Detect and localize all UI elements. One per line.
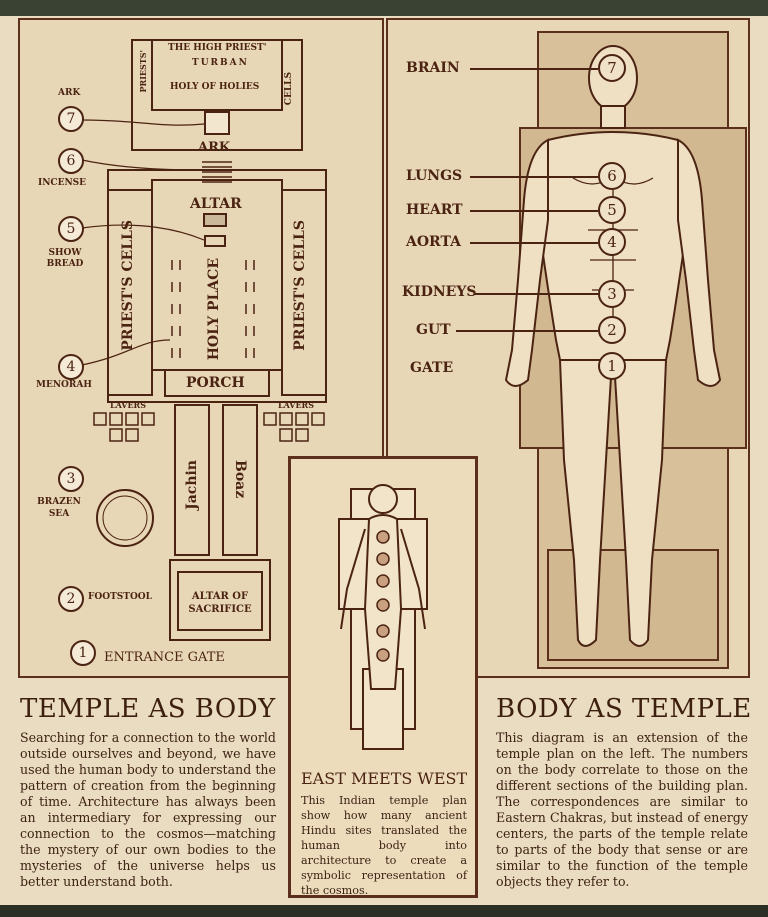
leader-aorta xyxy=(470,242,598,244)
body-as-temple-text: This diagram is an extension of the temp… xyxy=(496,730,748,889)
temple-marker-7: 7 xyxy=(58,106,84,132)
label-porch: PORCH xyxy=(186,375,245,391)
east-meets-west-panel: EAST MEETS WEST This Indian temple plan … xyxy=(288,456,478,898)
body-right-leg xyxy=(612,359,668,647)
leader-brain xyxy=(470,68,598,70)
temple-marker-5: 5 xyxy=(58,216,84,242)
label-show-bread: SHOW BREAD xyxy=(46,248,84,269)
body-marker-7: 7 xyxy=(598,54,626,82)
label-cells-vertical: CELLS xyxy=(284,72,294,106)
label-brazen-sea: BRAZEN SEA xyxy=(37,497,81,519)
body-marker-3: 3 xyxy=(598,280,626,308)
body-as-temple-title: BODY AS TEMPLE xyxy=(496,694,752,724)
label-entrance-gate: ENTRANCE GATE xyxy=(104,650,225,665)
temple-as-body-text: Searching for a connection to the world … xyxy=(20,730,276,889)
body-marker-6: 6 xyxy=(598,162,626,190)
ark-box xyxy=(204,111,230,135)
hindu-temple-figure xyxy=(338,484,428,750)
body-label-aorta: AORTA xyxy=(406,234,461,250)
leader-gut xyxy=(456,330,598,332)
altar-of-sacrifice-box xyxy=(169,559,271,641)
label-holy-place: HOLY PLACE xyxy=(206,258,222,361)
temple-marker-1: 1 xyxy=(70,640,96,666)
label-altar-of-sacrifice: ALTAR OF SACRIFICE xyxy=(188,591,252,615)
label-ark-side: ARK xyxy=(58,88,81,98)
label-high-priest: THE HIGH PRIEST' xyxy=(168,43,267,53)
body-left-arm xyxy=(504,138,549,387)
label-menorah: MENORAH xyxy=(36,380,92,390)
body-panel: BRAIN LUNGS HEART AORTA KIDNEYS GUT GATE… xyxy=(386,18,750,678)
left-cells xyxy=(107,189,153,396)
porch-box xyxy=(164,369,270,397)
pillar-jachin xyxy=(174,404,210,556)
lavers-right-group xyxy=(263,412,325,442)
leader-lungs xyxy=(470,176,598,178)
stairs xyxy=(202,161,232,183)
body-marker-1: 1 xyxy=(598,352,626,380)
altar-block xyxy=(203,213,227,227)
temple-plan-panel: THE HIGH PRIEST' TURBAN HOLY OF HOLIES P… xyxy=(18,18,384,678)
pillar-boaz xyxy=(222,404,258,556)
label-jachin: Jachin xyxy=(184,460,200,510)
top-border-strip xyxy=(0,0,768,16)
body-marker-2: 2 xyxy=(598,316,626,344)
label-turban: TURBAN xyxy=(192,58,249,68)
body-left-leg xyxy=(558,359,614,647)
lavers-left-group xyxy=(93,412,155,442)
temple-plan-drawing xyxy=(81,39,327,641)
label-ark-center: ARK xyxy=(198,140,231,155)
temple-as-body-title: TEMPLE AS BODY xyxy=(20,694,276,724)
label-lavers-left: LAVERS xyxy=(110,400,146,410)
body-marker-5: 5 xyxy=(598,196,626,224)
brazen-sea-basin xyxy=(96,489,154,547)
body-marker-4: 4 xyxy=(598,228,626,256)
body-label-kidneys: KIDNEYS xyxy=(402,284,477,300)
body-label-gate: GATE xyxy=(410,360,454,376)
body-label-brain: BRAIN xyxy=(406,60,460,76)
label-lavers-right: LAVERS xyxy=(278,400,314,410)
temple-marker-6: 6 xyxy=(58,148,84,174)
label-priests-vertical: PRIESTS' xyxy=(138,50,148,93)
east-meets-west-text: This Indian temple plan show how many an… xyxy=(301,794,467,897)
label-priests-cells-right: PRIEST'S CELLS xyxy=(292,220,308,351)
human-body-drawing xyxy=(504,31,747,669)
body-label-lungs: LUNGS xyxy=(406,168,463,184)
body-label-heart: HEART xyxy=(406,202,463,218)
label-priests-cells-left: PRIEST'S CELLS xyxy=(120,220,136,351)
body-right-arm xyxy=(677,138,722,387)
temple-marker-2: 2 xyxy=(58,586,84,612)
temple-marker-3: 3 xyxy=(58,466,84,492)
label-holy-of-holies: HOLY OF HOLIES xyxy=(170,82,260,92)
bottom-border-strip xyxy=(0,905,768,917)
leader-kidneys xyxy=(474,293,598,295)
label-altar: ALTAR xyxy=(190,196,242,212)
menorah-marks xyxy=(171,260,255,358)
east-meets-west-title: EAST MEETS WEST xyxy=(301,769,468,788)
show-bread-table xyxy=(204,235,226,247)
label-footstool: FOOTSTOOL xyxy=(88,592,152,602)
leader-heart xyxy=(470,210,598,212)
label-boaz: Boaz xyxy=(232,460,248,499)
right-cells xyxy=(281,189,327,396)
temple-marker-4: 4 xyxy=(58,354,84,380)
body-label-gut: GUT xyxy=(416,322,451,338)
label-incense: INCENSE xyxy=(38,178,87,188)
